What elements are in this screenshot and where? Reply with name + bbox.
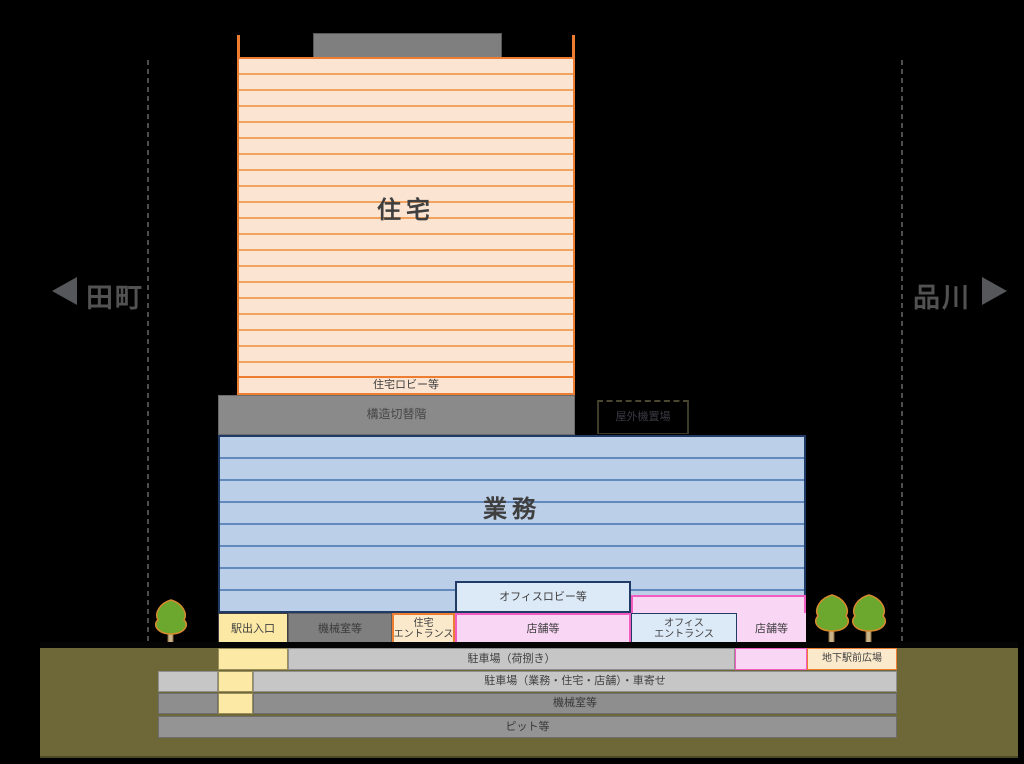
right-arrow-icon: [982, 277, 1007, 305]
office-label: 業務: [483, 496, 541, 524]
station-exit-box: 駅出入口: [218, 613, 288, 645]
residential-entrance-box: 住宅 エントランス: [392, 613, 455, 645]
b1-parking-box: 駐車場（荷捌き）: [288, 648, 735, 670]
residential-entrance-line1: 住宅: [413, 617, 434, 629]
b3-left-stub: [158, 693, 218, 714]
station-exit-label: 駅出入口: [231, 622, 275, 635]
b2-parking-box: 駐車場（業務・住宅・店舗）・車寄せ: [253, 671, 897, 692]
direction-right-label: 品川: [913, 283, 971, 313]
direction-left-label: 田町: [86, 283, 144, 313]
b4-pit-label: ピット等: [505, 720, 550, 733]
shops-right-box: 店舗等: [737, 613, 806, 645]
office-lobby-label: オフィスロビー等: [499, 590, 587, 603]
machine-room-ground-label: 機械室等: [318, 622, 362, 635]
residential-lobby-label: 住宅ロビー等: [373, 379, 439, 392]
b1-retail-box: [735, 648, 807, 670]
b4-pit-box: ピット等: [158, 716, 897, 738]
tree-icon: [154, 599, 188, 647]
residential-lobby-band: 住宅ロビー等: [237, 376, 575, 395]
office-entrance-line1: オフィス: [664, 617, 704, 629]
structure-transfer-band: 構造切替階: [218, 395, 575, 435]
roof-equipment-box: [313, 33, 502, 58]
station-shaft-b1: [218, 648, 288, 670]
shops-left-box: 店舗等: [455, 613, 631, 645]
residential-tower: 住宅: [237, 57, 575, 378]
machine-room-ground-box: 機械室等: [288, 613, 392, 645]
office-entrance-line2: エントランス: [654, 629, 714, 640]
station-shaft-b2: [218, 671, 253, 692]
shops-right-label: 店舗等: [755, 622, 788, 635]
rooftop-outdoor-unit-box: 屋外機置場: [597, 400, 689, 434]
b3-machine-room-box: 機械室等: [253, 693, 897, 714]
structure-transfer-label: 構造切替階: [366, 407, 427, 422]
tree-icon: [851, 594, 887, 647]
site-boundary-left: [147, 60, 149, 647]
office-entrance-box: オフィス エントランス: [631, 613, 737, 645]
left-arrow-icon: [52, 277, 77, 305]
parapet-right: [572, 35, 575, 59]
underground-plaza-box: 地下駅前広場: [807, 648, 897, 670]
residential-label: 住宅: [377, 197, 435, 225]
station-shaft-b3: [218, 693, 253, 714]
b2-left-stub: [158, 671, 218, 692]
b2-parking-label: 駐車場（業務・住宅・店舗）・車寄せ: [484, 675, 666, 688]
b3-machine-room-label: 機械室等: [553, 697, 597, 710]
rooftop-outdoor-unit-label: 屋外機置場: [615, 411, 671, 424]
office-lobby-box: オフィスロビー等: [455, 581, 631, 613]
b1-parking-label: 駐車場（荷捌き）: [467, 652, 556, 665]
parapet-left: [237, 35, 240, 59]
underground-plaza-label: 地下駅前広場: [822, 653, 882, 665]
site-boundary-right: [901, 60, 903, 647]
shops-left-label: 店舗等: [526, 622, 560, 635]
tree-icon: [814, 594, 850, 647]
residential-entrance-line2: エントランス: [393, 629, 454, 640]
